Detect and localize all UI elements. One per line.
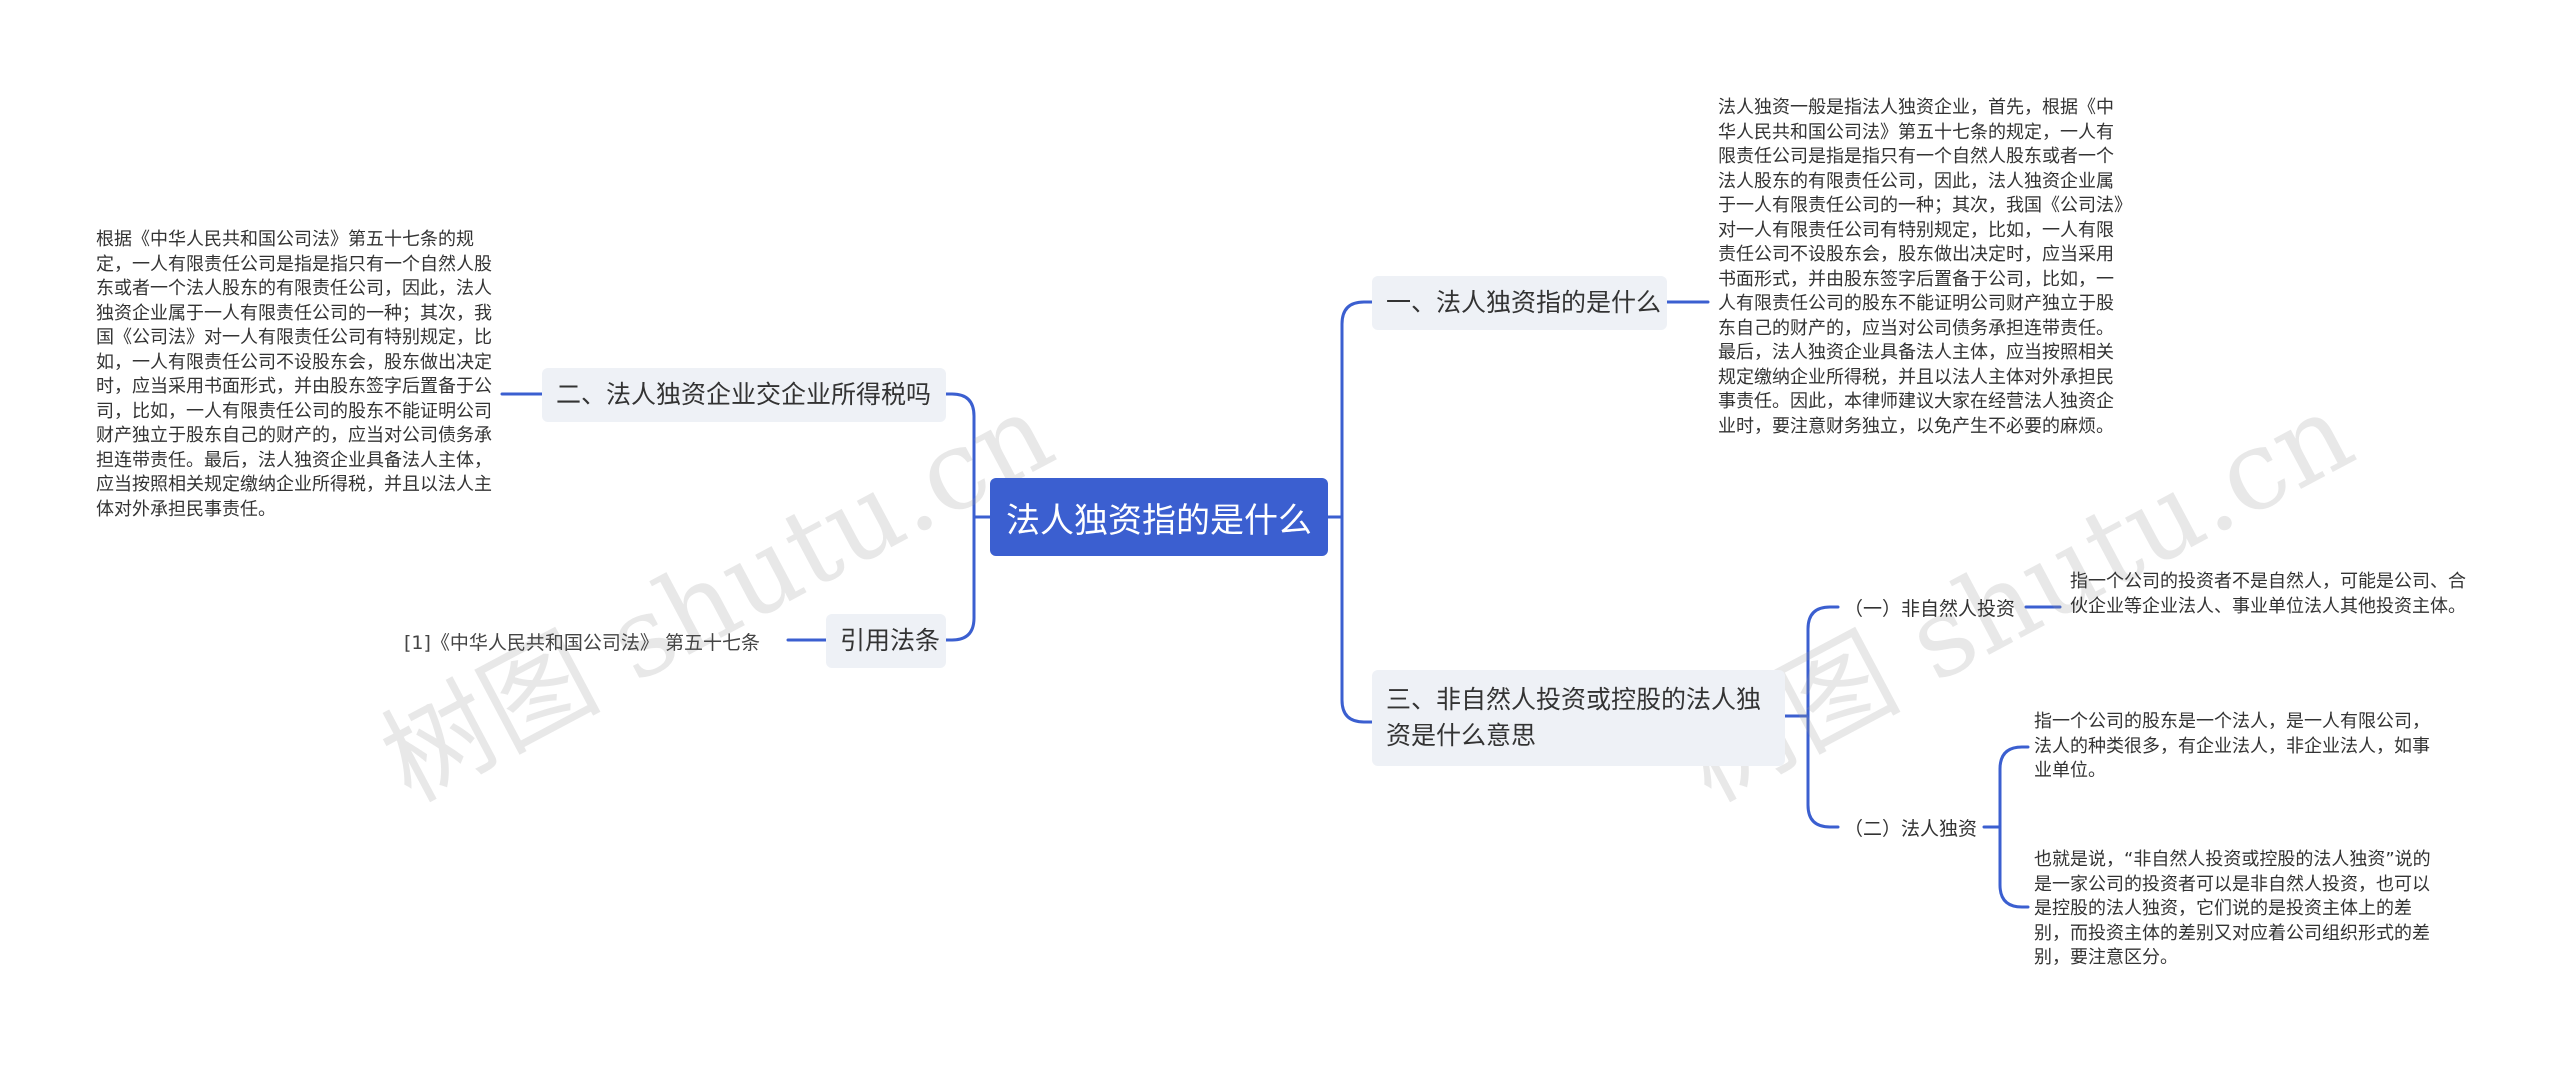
- link-root-b1: [1326, 300, 1374, 519]
- link-b3-s2: [1806, 714, 1840, 829]
- s2-detail-text-1: 指一个公司的股东是一个法人，是一人有限公司，法人的种类很多，有企业法人，非企业法…: [2034, 711, 2430, 781]
- link-s2-text2: [1998, 825, 2030, 909]
- link-root-b3: [1340, 515, 1374, 724]
- sub-legal-person-sole-owner[interactable]: （二）法人独资: [1844, 817, 1978, 840]
- link-root-b4: [944, 515, 976, 642]
- link-b3-s1: [1783, 605, 1840, 718]
- branch-non-natural-person-meaning[interactable]: 三、非自然人投资或控股的法人独资是什么意思: [1372, 670, 1785, 766]
- citation-company-law-art57: [1]《中华人民共和国公司法》 第五十七条: [404, 631, 760, 654]
- branch-corporate-income-tax[interactable]: 二、法人独资企业交企业所得税吗: [542, 368, 946, 422]
- sub-non-natural-person-investment[interactable]: （一）非自然人投资: [1844, 597, 2016, 620]
- branch-cited-law[interactable]: 引用法条: [826, 614, 946, 668]
- link-root-b2: [944, 392, 992, 519]
- s2-detail-text-2: 也就是说，“非自然人投资或控股的法人独资”说的是一家公司的投资者可以是非自然人投…: [2034, 849, 2431, 968]
- branch-what-is-legal-person-sole-proprietorship[interactable]: 一、法人独资指的是什么: [1372, 276, 1667, 330]
- s1-detail-text: 指一个公司的投资者不是自然人，可能是公司、合伙企业等企业法人、事业单位法人其他投…: [2070, 571, 2466, 617]
- b2-detail-text: 根据《中华人民共和国公司法》第五十七条的规定，一人有限责任公司是指是指只有一个自…: [96, 229, 492, 520]
- link-s2-text1: [1982, 745, 2030, 829]
- b1-detail-text: 法人独资一般是指法人独资企业，首先，根据《中华人民共和国公司法》第五十七条的规定…: [1718, 97, 2123, 437]
- root-node[interactable]: 法人独资指的是什么: [990, 478, 1328, 556]
